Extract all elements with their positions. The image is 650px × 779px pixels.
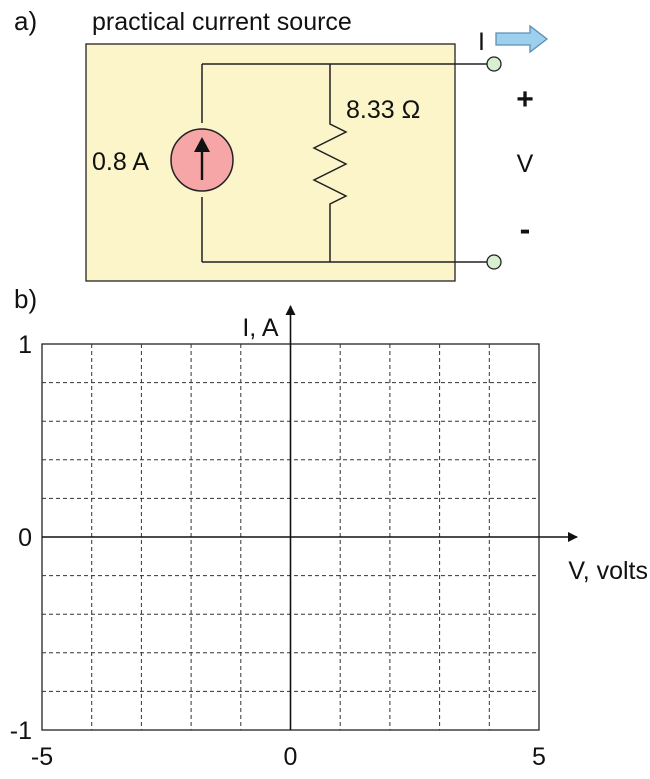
current-source xyxy=(170,128,234,192)
x-tick-label: 5 xyxy=(532,743,546,771)
tick-labels: -5 0 5 -1 0 1 xyxy=(10,331,546,771)
terminal-bottom xyxy=(486,254,502,270)
current-label: I xyxy=(478,28,485,56)
minus-label: - xyxy=(520,211,531,247)
source-arrowhead-icon xyxy=(194,137,210,152)
y-tick-label: 0 xyxy=(18,524,32,552)
iv-plot: -5 0 5 -1 0 1 V, volts I, A xyxy=(10,305,648,771)
x-axis-label: V, volts xyxy=(568,557,648,585)
x-tick-label: -5 xyxy=(31,743,53,771)
y-axis-label: I, A xyxy=(242,314,278,342)
current-direction-arrow-icon xyxy=(495,24,549,54)
plus-label: + xyxy=(516,83,534,116)
resistor-zigzag-icon xyxy=(312,110,348,212)
box-title: practical current source xyxy=(92,8,352,36)
x-tick-label: 0 xyxy=(284,743,298,771)
source-label: 0.8 A xyxy=(92,148,149,176)
resistor-label: 8.33 Ω xyxy=(346,96,420,124)
circuit-wires xyxy=(201,63,494,263)
part-b-label: b) xyxy=(14,284,37,314)
source-box xyxy=(85,43,456,282)
part-a-label: a) xyxy=(14,6,37,36)
terminal-top xyxy=(486,56,502,72)
y-tick-label: 1 xyxy=(18,331,32,359)
voltage-label: V xyxy=(517,150,534,178)
y-tick-label: -1 xyxy=(10,717,32,745)
